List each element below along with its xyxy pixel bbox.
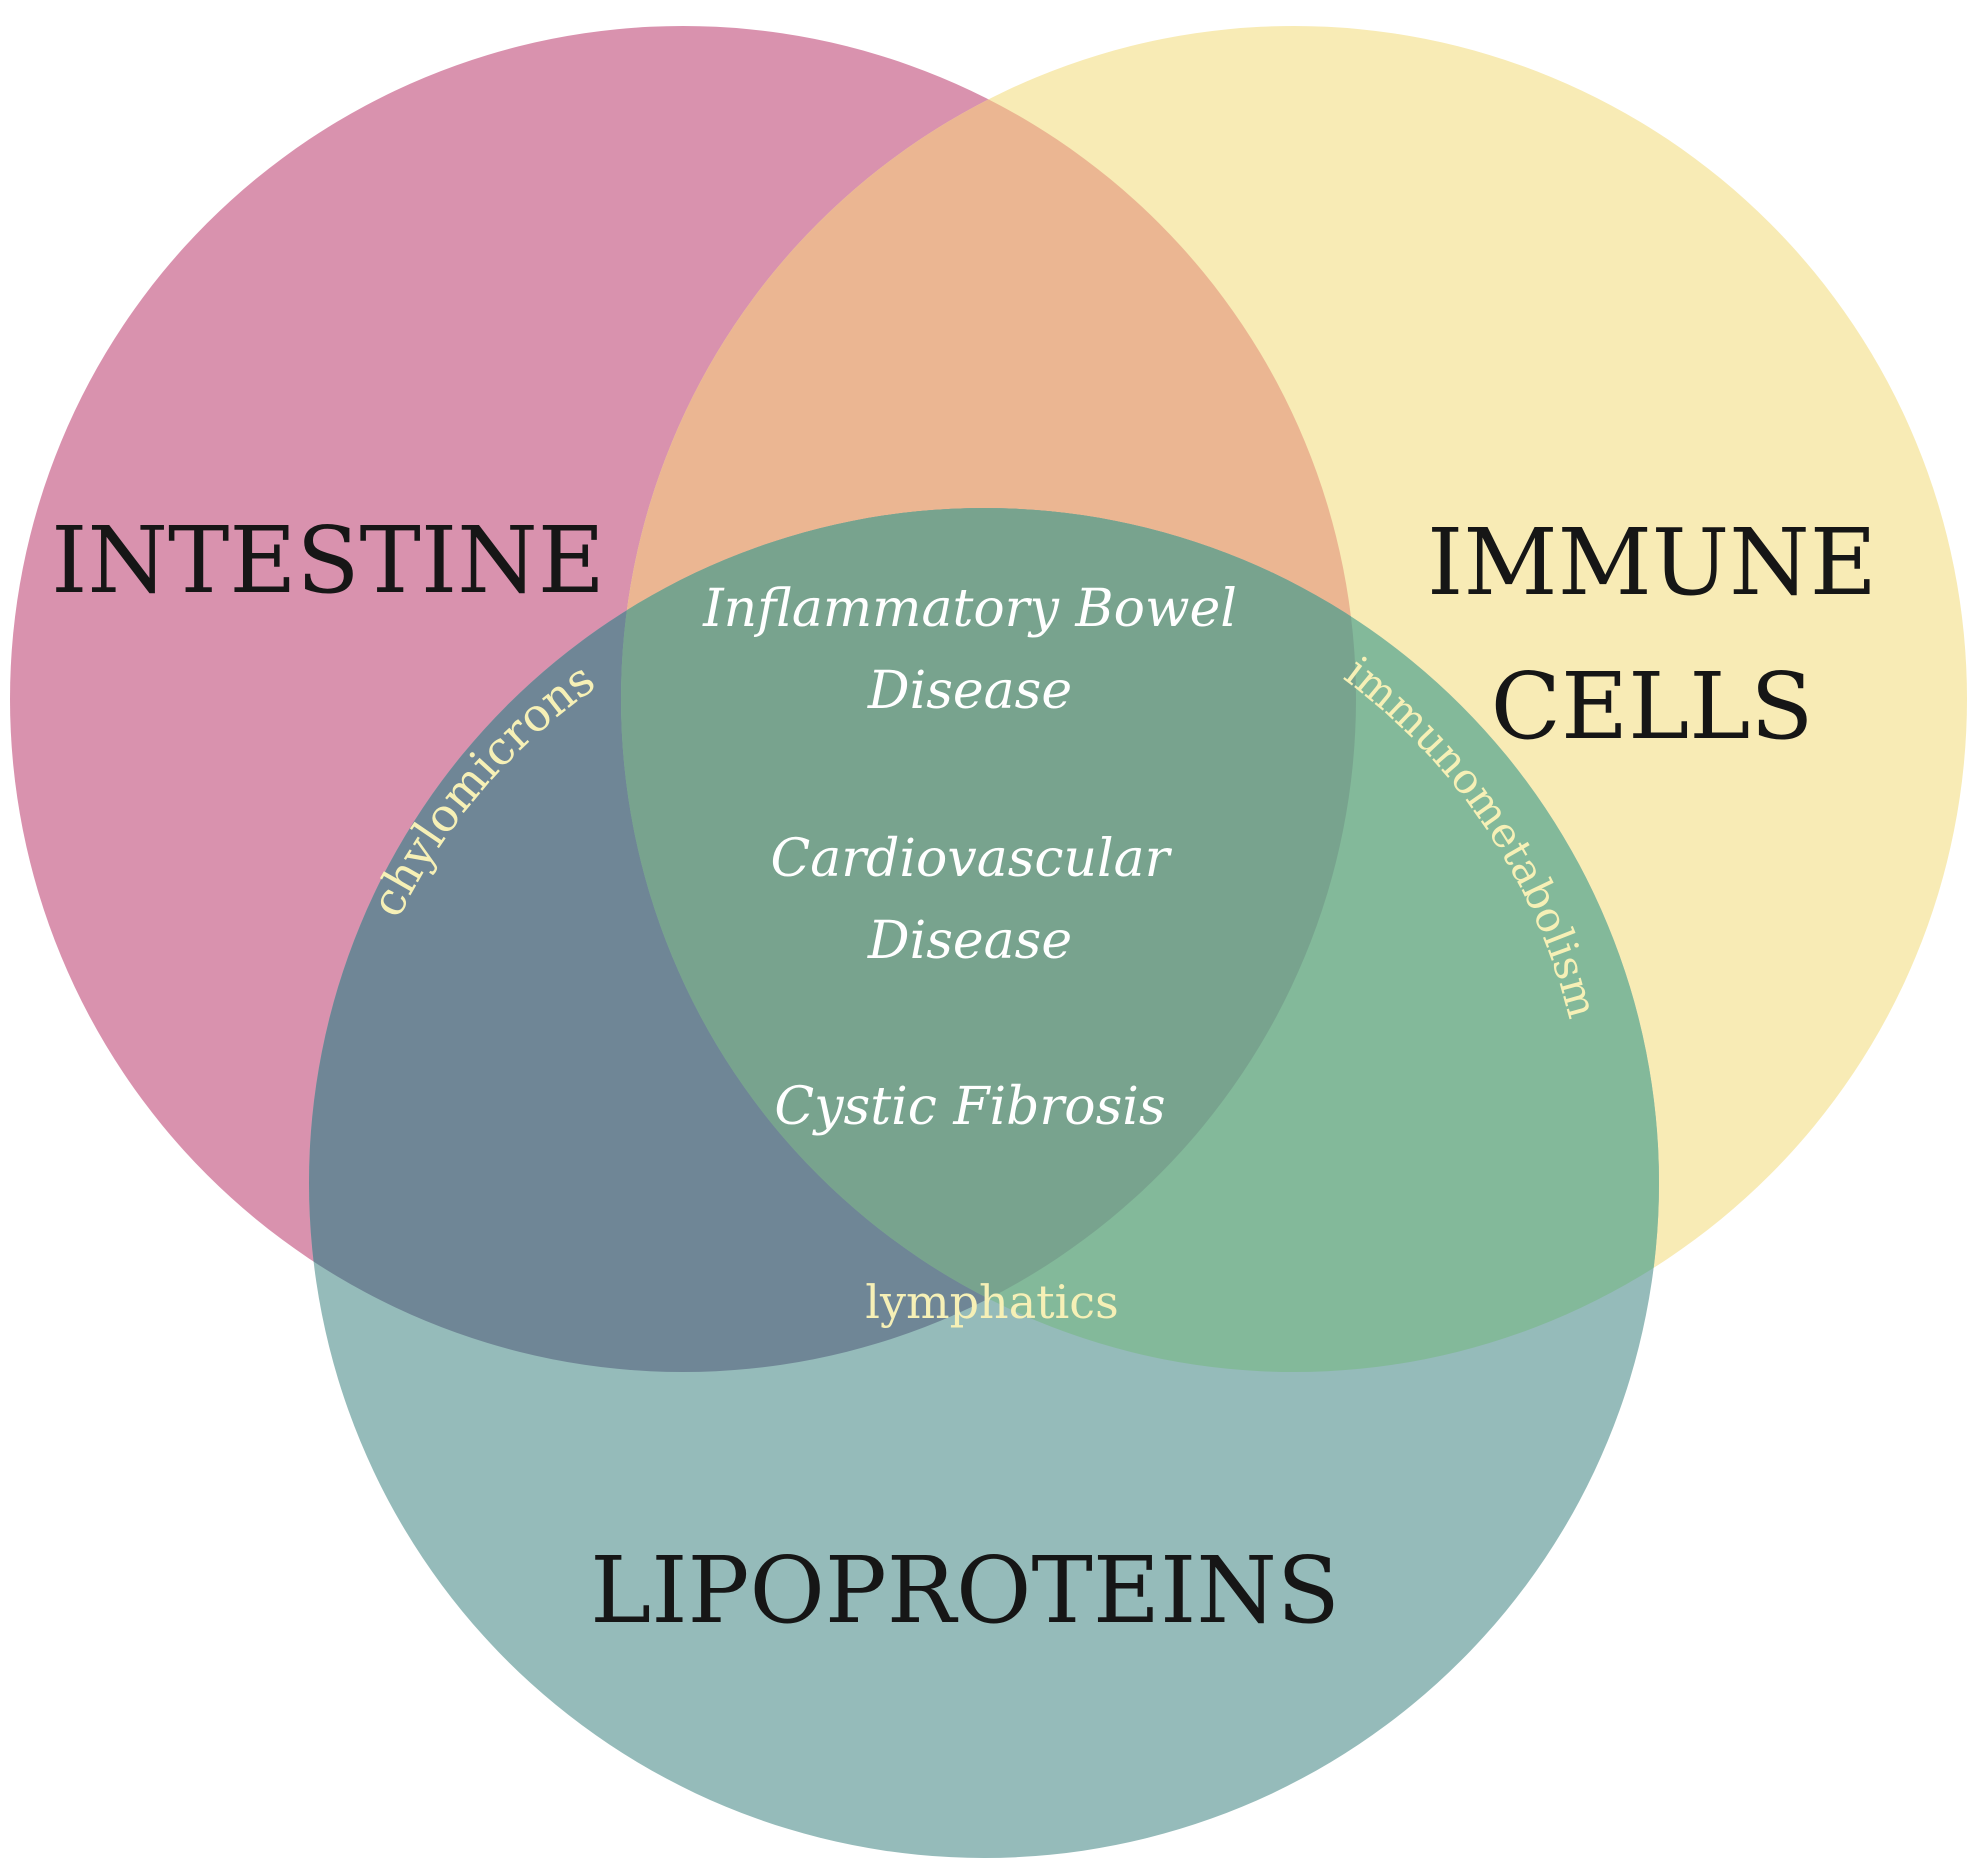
triple-overlap	[621, 508, 1356, 1372]
immune-cells-label-line2: CELLS	[1491, 653, 1814, 760]
center-label-line1: Inflammatory Bowel	[702, 579, 1237, 639]
lymphatics-label: lymphatics	[865, 1275, 1118, 1329]
center-label-line2: Disease	[867, 661, 1072, 721]
center-label-line4: Disease	[867, 911, 1072, 971]
lipoproteins-label: LIPOPROTEINS	[590, 1537, 1340, 1644]
center-label-line3: Cardiovascular	[770, 829, 1172, 889]
immune-cells-label-line1: IMMUNE	[1427, 509, 1877, 616]
center-label-line5: Cystic Fibrosis	[774, 1077, 1165, 1137]
intestine-label: INTESTINE	[51, 507, 605, 614]
